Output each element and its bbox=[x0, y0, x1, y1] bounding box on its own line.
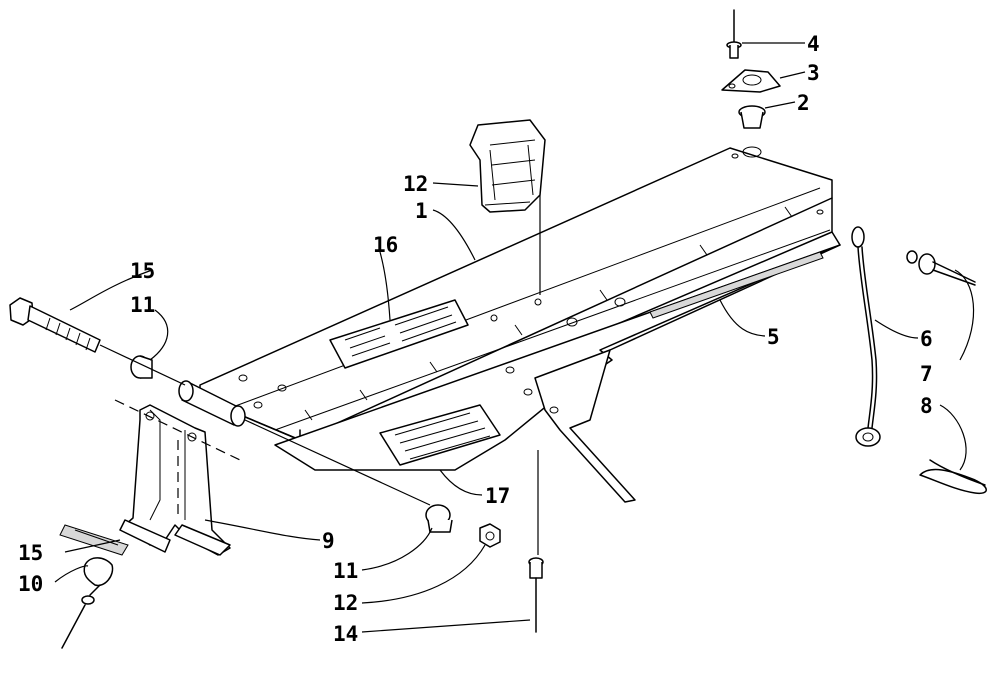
callout-3: 3 bbox=[807, 61, 820, 85]
callout-5: 5 bbox=[767, 325, 780, 349]
rivet-4 bbox=[726, 9, 742, 59]
decal-17 bbox=[329, 299, 469, 369]
callout-9: 9 bbox=[322, 529, 335, 553]
callout-8: 8 bbox=[920, 394, 933, 418]
rivet-14 bbox=[528, 557, 544, 633]
bracket-9 bbox=[119, 404, 231, 556]
callout-10: 10 bbox=[18, 572, 43, 596]
callout-16: 15 bbox=[130, 259, 155, 283]
bushing-11-left bbox=[130, 355, 153, 379]
clip-13 bbox=[469, 119, 546, 213]
callout-11-bottom: 11 bbox=[333, 559, 358, 583]
pivot-tube bbox=[178, 380, 246, 427]
leader-lines bbox=[54, 42, 975, 633]
plate-3 bbox=[721, 69, 781, 93]
deck-plate bbox=[199, 146, 841, 503]
callout-18: 17 bbox=[485, 484, 510, 508]
callout-7: 7 bbox=[920, 362, 933, 386]
callout-14: 14 bbox=[333, 622, 358, 646]
bolt-10 bbox=[61, 557, 114, 649]
bolt-axis bbox=[99, 344, 431, 506]
callout-labels: 4 3 2 12 1 16 15 11 5 6 7 8 17 9 15 10 1… bbox=[18, 32, 933, 646]
callout-11-top: 11 bbox=[130, 293, 155, 317]
bushing-11-right bbox=[425, 504, 453, 533]
nut-12 bbox=[479, 523, 501, 548]
strap-6 bbox=[851, 226, 881, 447]
callout-17: 16 bbox=[373, 233, 398, 257]
bushing-2 bbox=[738, 105, 766, 129]
bracket-axis bbox=[114, 399, 241, 461]
callout-6: 6 bbox=[920, 327, 933, 351]
callout-12: 12 bbox=[333, 591, 358, 615]
hairpin-8 bbox=[919, 459, 987, 495]
callout-2: 2 bbox=[797, 91, 810, 115]
pin-7 bbox=[906, 250, 976, 286]
bolt-16 bbox=[9, 297, 101, 353]
decal-18 bbox=[379, 404, 501, 466]
callout-15: 15 bbox=[18, 541, 43, 565]
callout-13: 12 bbox=[403, 172, 428, 196]
callout-1: 1 bbox=[415, 199, 428, 223]
callout-4: 4 bbox=[807, 32, 820, 56]
